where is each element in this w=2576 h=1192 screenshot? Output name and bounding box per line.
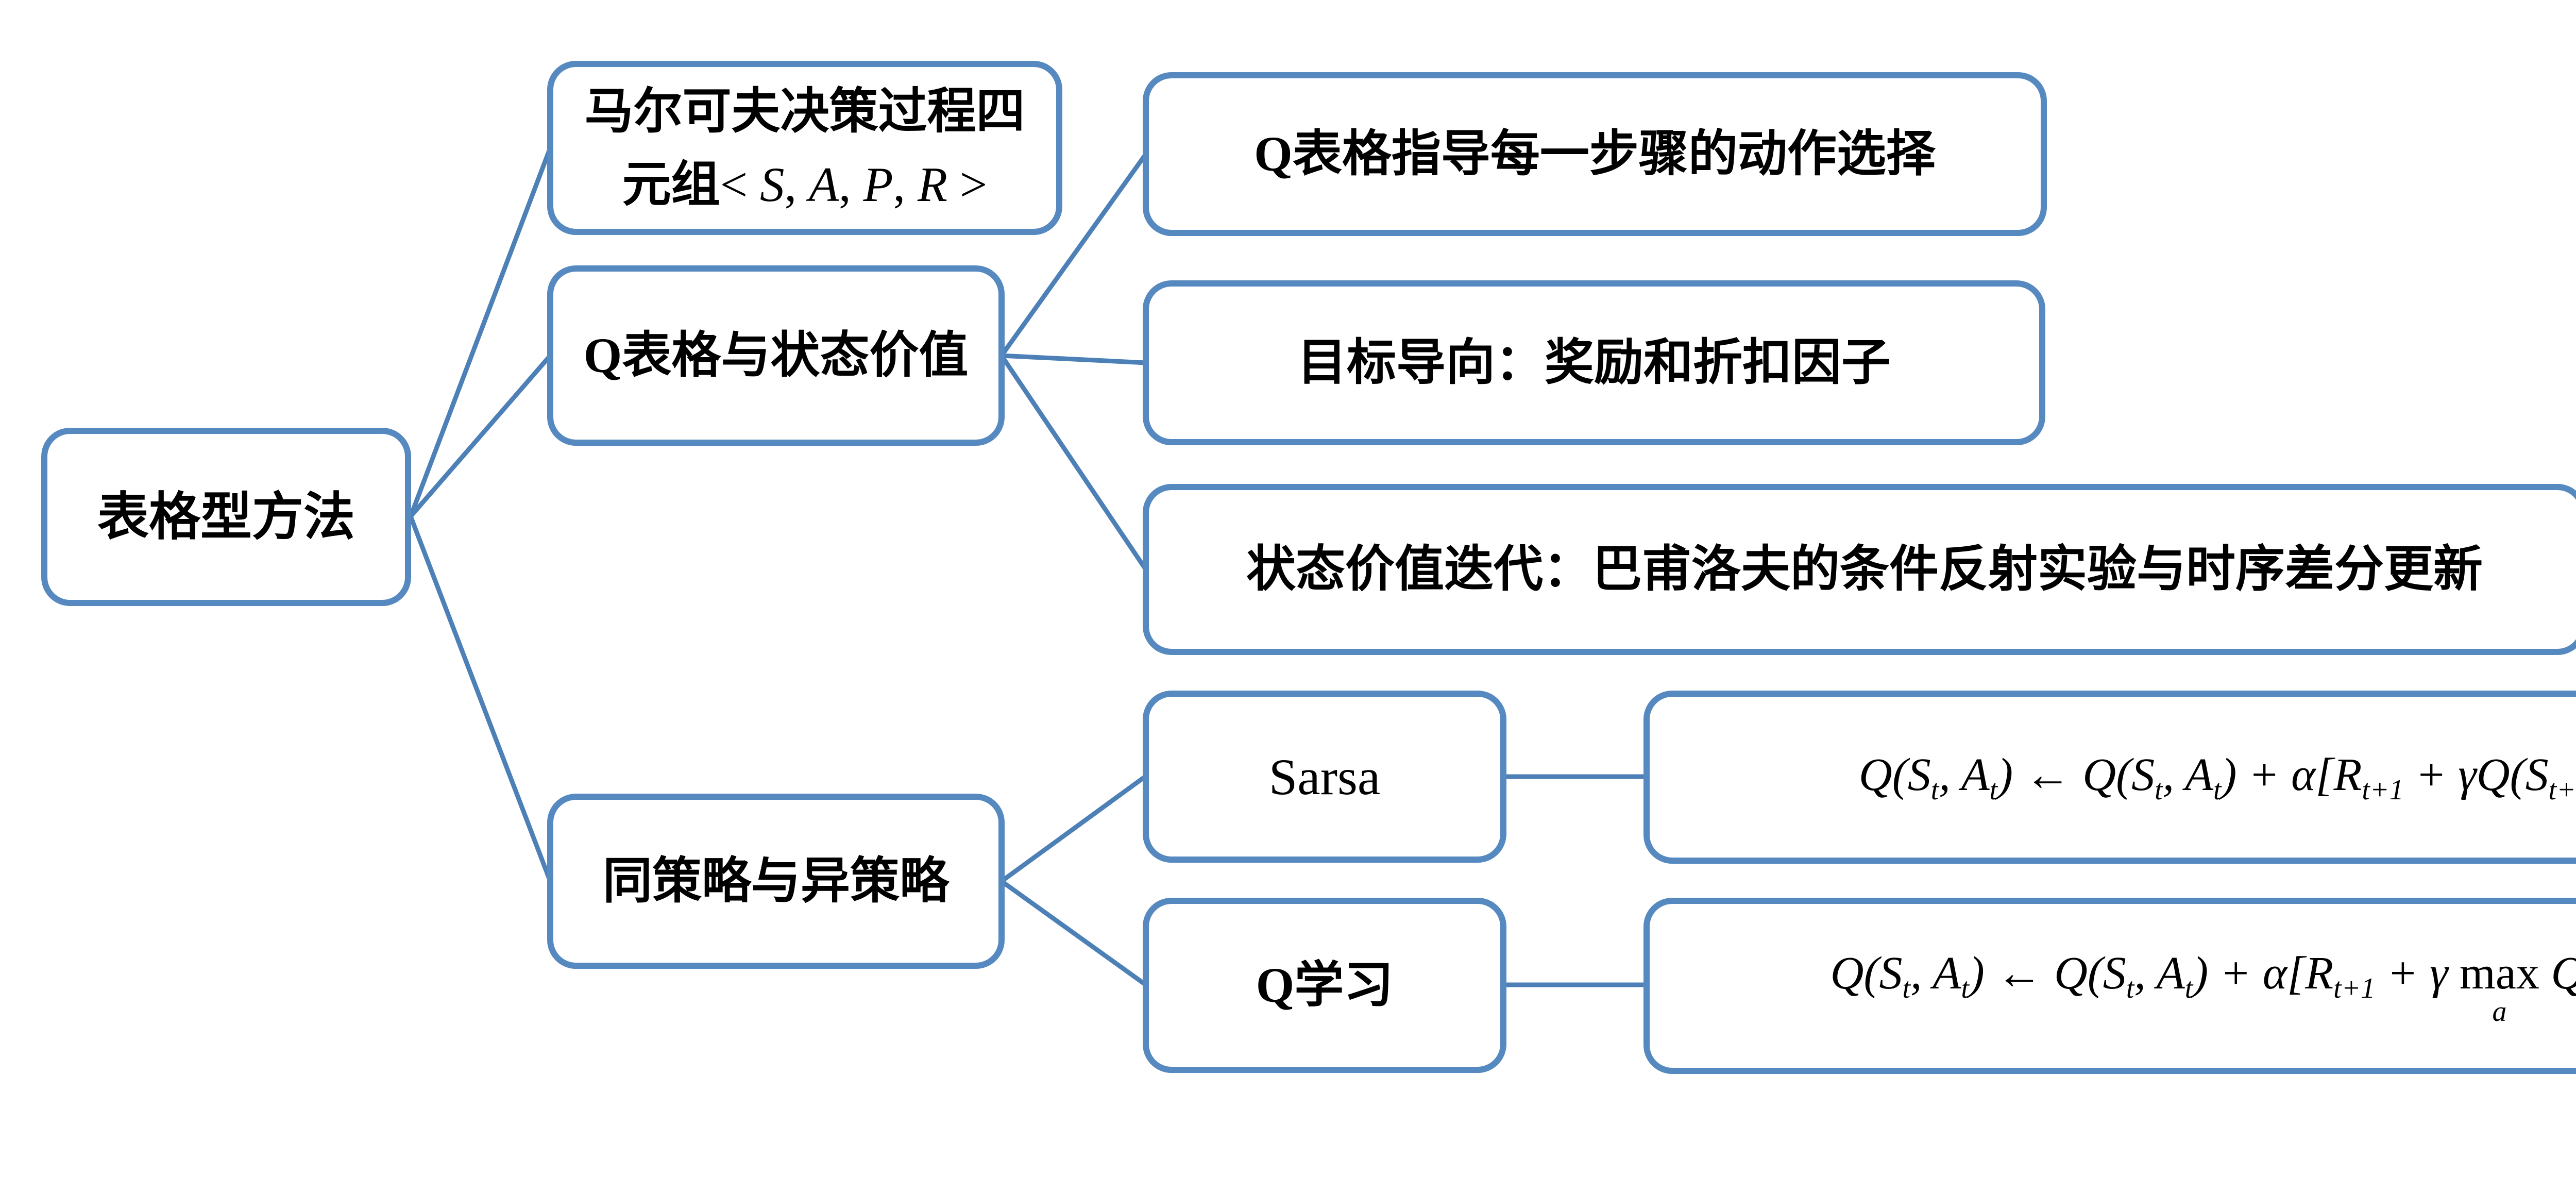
node-policy-label: 同策略与异策略 — [603, 853, 949, 909]
node-sarsa-update-formula: Q(St, At) ← Q(St, At) + α[Rt+1 + γQ(St+1… — [1643, 691, 2576, 864]
node-q-learning: Q学习 — [1143, 898, 1506, 1073]
node-on-off-policy: 同策略与异策略 — [547, 794, 1005, 969]
connector-qtable-goal — [999, 353, 1148, 365]
node-mdp-line2: 元组< S, A, P, R > — [622, 157, 988, 212]
node-mdp-line1: 马尔可夫决策过程四 — [584, 83, 1025, 139]
connector-root-policy — [408, 514, 553, 884]
connector-policy-qlearn — [999, 879, 1148, 987]
node-sarsa-label: Sarsa — [1268, 748, 1381, 805]
node-goal-oriented: 目标导向：奖励和折扣因子 — [1143, 280, 2045, 445]
sarsa-formula: Q(St, At) ← Q(St, At) + α[Rt+1 + γQ(St+1… — [1858, 749, 2576, 806]
connector-root-mdp — [408, 145, 553, 519]
node-root-tabular-methods: 表格型方法 — [41, 428, 411, 606]
node-state-value-iteration: 状态价值迭代：巴甫洛夫的条件反射实验与时序差分更新 — [1143, 484, 2576, 655]
node-root-label: 表格型方法 — [97, 488, 355, 546]
node-sarsa: Sarsa — [1143, 691, 1506, 863]
node-q-table-label: Q表格与状态价值 — [583, 328, 969, 383]
node-q-guide-label: Q表格指导每一步骤的动作选择 — [1254, 126, 1936, 181]
connector-policy-sarsa — [999, 774, 1148, 884]
node-goal-label: 目标导向：奖励和折扣因子 — [1297, 335, 1891, 390]
node-q-table-state-value: Q表格与状态价值 — [547, 265, 1005, 446]
connector-root-qtable — [408, 353, 553, 519]
node-value-iteration-label: 状态价值迭代：巴甫洛夫的条件反射实验与时序差分更新 — [1246, 542, 2483, 597]
node-q-table-guides-actions: Q表格指导每一步骤的动作选择 — [1143, 72, 2047, 236]
node-mdp-tuple: 马尔可夫决策过程四 元组< S, A, P, R > — [547, 61, 1062, 235]
connector-qtable-qguide — [999, 152, 1148, 358]
node-q-learning-label: Q学习 — [1256, 958, 1394, 1013]
connector-qtable-valueiter — [999, 353, 1148, 572]
